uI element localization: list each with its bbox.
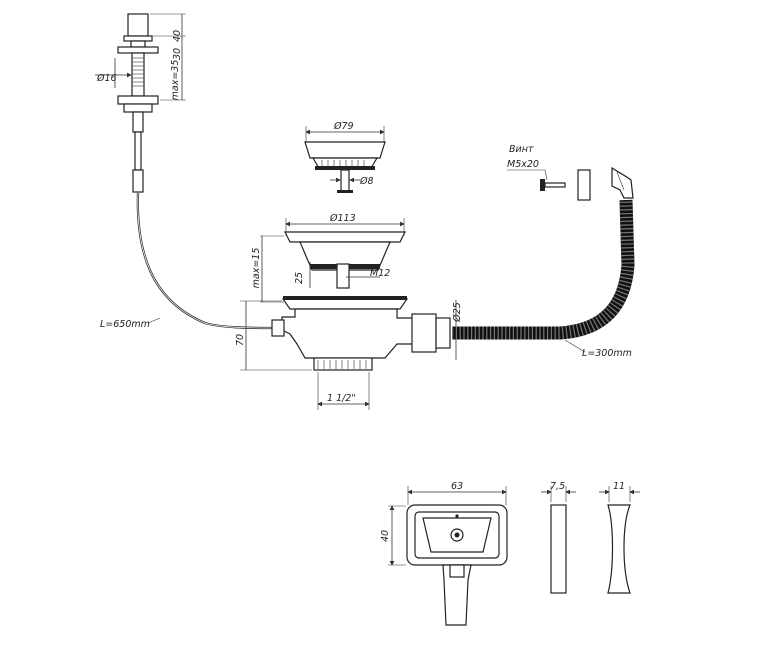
button-ring <box>123 35 153 42</box>
screw-parts: Винт M5x20 <box>507 144 634 201</box>
corrugated-hose <box>452 199 635 340</box>
strainer-body: Ø113 M12 max=15 25 <box>251 213 406 303</box>
top-plate <box>284 231 406 243</box>
gasket-flat <box>577 169 591 201</box>
label-w75: 7,5 <box>550 481 565 492</box>
overflow-connector <box>271 319 285 337</box>
label-d25: Ø25 <box>452 302 463 323</box>
label-cable-length: L=650mm <box>100 319 150 330</box>
basket-stem <box>340 169 350 193</box>
overflow-button-assembly <box>117 13 273 330</box>
label-m12: M12 <box>370 268 390 279</box>
label-max35: max=35 <box>170 60 181 101</box>
label-h70: 70 <box>235 334 246 346</box>
screw-shaft <box>544 182 566 188</box>
label-w63: 63 <box>451 481 463 492</box>
button-flange <box>117 46 159 54</box>
cable-sleeve <box>134 131 142 171</box>
hose-end-fitting <box>611 166 634 199</box>
label-d79: Ø79 <box>333 121 354 132</box>
drain-bowl: 70 1 1/2" Ø25 <box>235 296 463 410</box>
gasket-curved <box>607 504 631 594</box>
screw-head <box>540 179 545 191</box>
overflow-outlet <box>442 564 472 626</box>
label-d113: Ø113 <box>329 213 356 224</box>
label-d8: Ø8 <box>359 176 374 187</box>
label-d16: Ø16 <box>96 73 117 84</box>
button-threaded-stem <box>131 52 145 97</box>
label-hose-length: L=300mm <box>582 348 632 359</box>
label-screw-title: Винт <box>509 144 534 155</box>
button-nut <box>117 95 159 105</box>
label-h30: 30 <box>172 48 183 60</box>
bowl-body <box>281 308 421 359</box>
strainer-basket: Ø79 Ø8 <box>304 121 386 193</box>
basket-rim <box>304 141 386 159</box>
label-thread: 1 1/2" <box>327 393 356 404</box>
gasket-flat-bottom <box>550 504 567 594</box>
threaded-outlet <box>313 357 373 371</box>
overflow-box: 63 40 <box>380 481 508 626</box>
label-w11: 11 <box>613 481 625 492</box>
label-max15: max=15 <box>251 248 262 289</box>
label-h40b: 40 <box>380 530 391 542</box>
button-dimensions: Ø16 40 30 max=35 <box>95 13 186 101</box>
hose-nut <box>411 313 437 353</box>
m12-bolt <box>336 263 350 289</box>
gaskets: 7,5 11 <box>541 481 640 594</box>
push-button-cap <box>127 13 149 37</box>
label-h40: 40 <box>172 30 183 42</box>
label-screw-size: M5x20 <box>507 159 539 170</box>
bowl-flange <box>281 298 409 310</box>
upper-cup <box>299 241 391 271</box>
label-h25: 25 <box>294 272 305 284</box>
